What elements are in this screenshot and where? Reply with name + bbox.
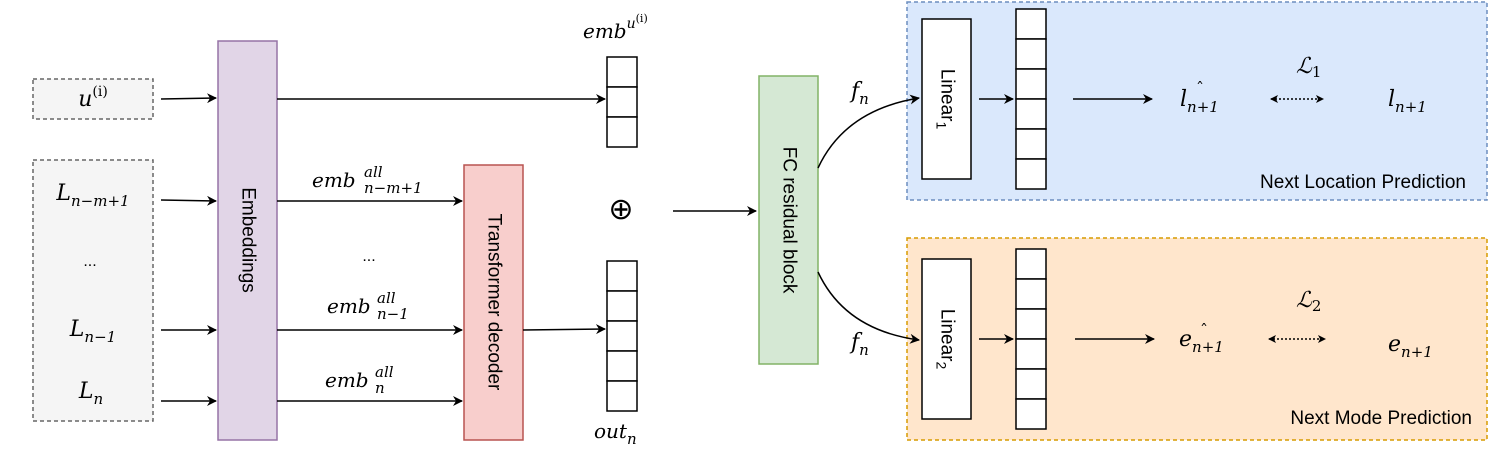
location-panel: [906, 1, 1488, 201]
location-inputs-box: [32, 159, 154, 422]
concat-symbol: ⊕: [608, 193, 633, 226]
linear2-label: Linear2: [934, 309, 958, 370]
embeddings-block: [217, 40, 278, 441]
linear1-block: [921, 18, 972, 180]
user-input-box: [32, 78, 154, 120]
arrow-loc-first-to-embeddings: [160, 195, 217, 206]
mode-loss-label: ℒ2: [1296, 288, 1321, 315]
mode-pred-label: en+1: [1179, 327, 1224, 356]
branch-label-bottom: fn: [849, 330, 869, 359]
linear2-block: [921, 258, 972, 420]
location-loss-label: ℒ1: [1296, 54, 1321, 81]
user-embedding-vector: [606, 56, 638, 148]
transformer-decoder-label: Transformer decoder: [483, 214, 504, 391]
arrow-fc-to-linear2: [817, 271, 920, 344]
branch-label-top: fn: [849, 79, 869, 108]
location-target-label: ln+1: [1388, 87, 1427, 116]
arrow-fc-to-linear1: [817, 94, 920, 169]
loc-first-label: Ln−m+1: [55, 181, 129, 210]
out-vector: [606, 260, 638, 412]
location-panel-title: Next Location Prediction: [1260, 172, 1466, 193]
mode-target-label: en+1: [1388, 332, 1433, 361]
user-input-label: u(i): [78, 84, 108, 112]
fc-residual-label: FC residual block: [778, 147, 799, 294]
out-vector-label: outn: [594, 419, 637, 448]
transformer-decoder-block: [463, 164, 524, 441]
loc-last-label: Ln: [78, 379, 103, 408]
embeddings-label: Embeddings: [237, 187, 258, 293]
loc-dots-label: ...: [83, 253, 96, 270]
mode-panel-title: Next Mode Prediction: [1290, 408, 1472, 429]
arrow-user-to-embeddings: [160, 93, 217, 104]
mode-pred-hat: ˆ: [1200, 321, 1208, 340]
linear1-label: Linear1: [934, 69, 958, 130]
fc-residual-block: [758, 75, 819, 365]
emb-dots-label: ...: [362, 248, 375, 265]
location-logits-vector: [1015, 8, 1047, 190]
arrow-transformer-to-out: [522, 324, 606, 335]
loc-prev-label: Ln−1: [69, 317, 116, 346]
location-pred-label: ln+1: [1180, 87, 1219, 116]
location-pred-hat: ˆ: [1196, 79, 1204, 98]
mode-logits-vector: [1015, 248, 1047, 430]
user-vector-label: embu(i): [583, 12, 648, 43]
